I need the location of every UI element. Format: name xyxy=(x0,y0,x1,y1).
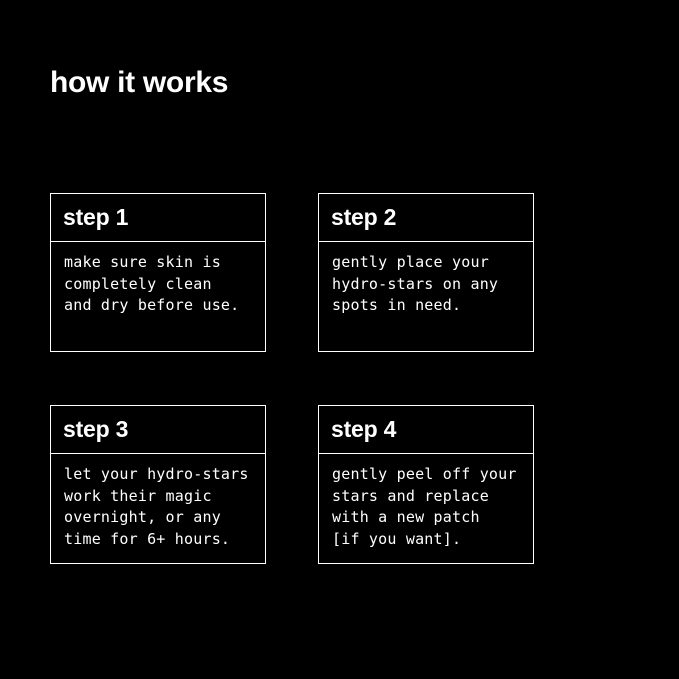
step-2-description: gently place your hydro-stars on any spo… xyxy=(332,253,499,314)
page-title: how it works xyxy=(50,66,229,99)
step-4-description: gently peel off your stars and replace w… xyxy=(332,465,517,548)
step-card-4: step 4 gently peel off your stars and re… xyxy=(318,405,534,564)
step-1-label: step 1 xyxy=(51,194,265,242)
step-card-1: step 1 make sure skin is completely clea… xyxy=(50,193,266,352)
step-2-label: step 2 xyxy=(319,194,533,242)
step-card-3: step 3 let your hydro-stars work their m… xyxy=(50,405,266,564)
step-1-description: make sure skin is completely clean and d… xyxy=(64,253,240,314)
step-3-description: let your hydro-stars work their magic ov… xyxy=(64,465,249,548)
steps-grid: step 1 make sure skin is completely clea… xyxy=(50,193,534,564)
step-3-label: step 3 xyxy=(51,406,265,454)
step-card-2: step 2 gently place your hydro-stars on … xyxy=(318,193,534,352)
step-4-label: step 4 xyxy=(319,406,533,454)
